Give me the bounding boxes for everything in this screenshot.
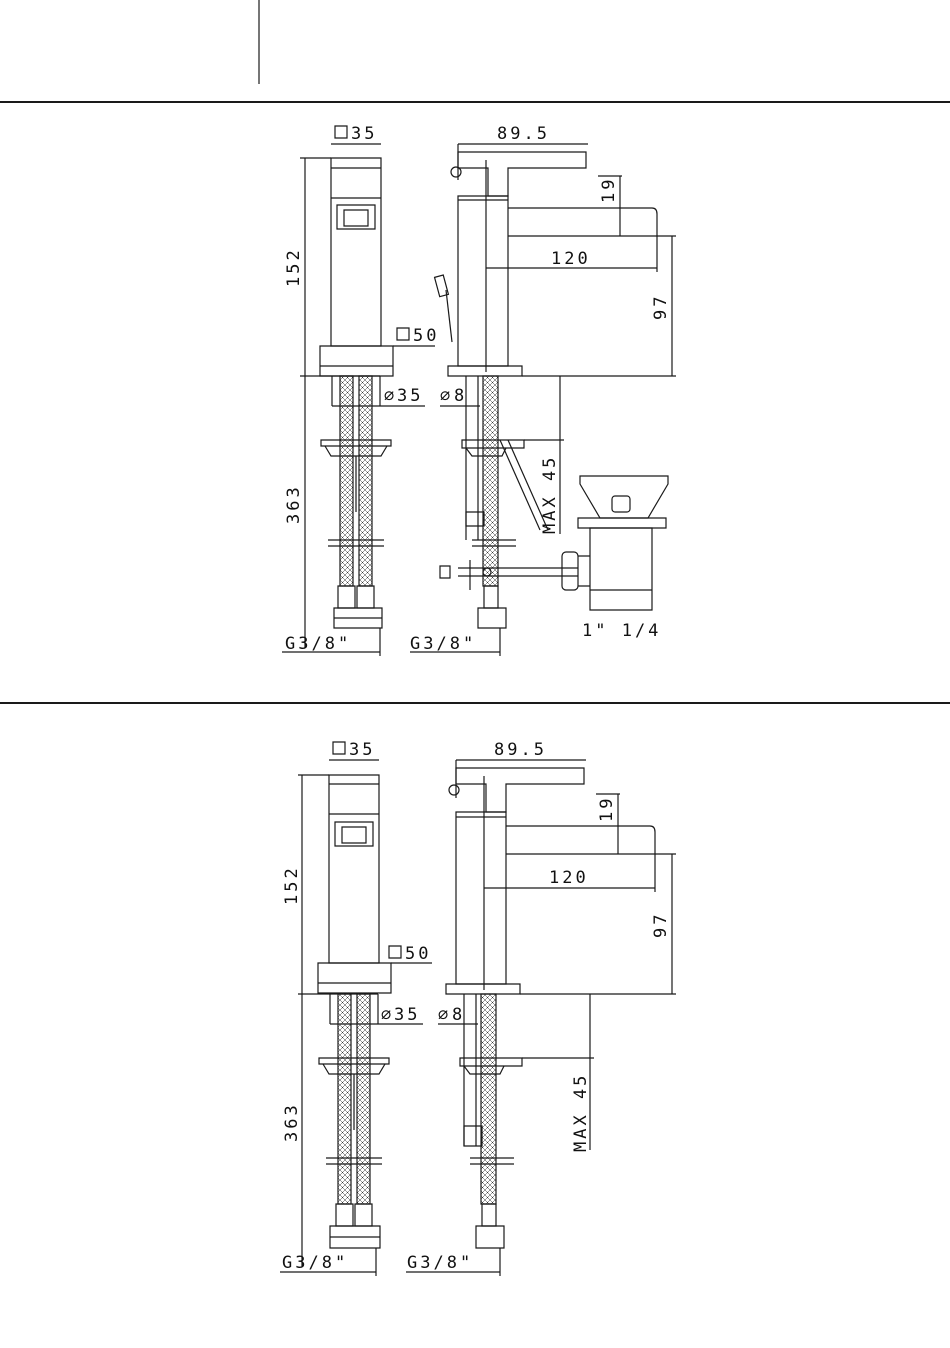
base-plate-front (320, 346, 393, 376)
spout (506, 826, 655, 854)
linkage-clip (440, 566, 450, 578)
hose-hot (340, 376, 353, 586)
fixing-nut (323, 1064, 385, 1074)
dim-hole-diameter: 35 (397, 386, 423, 406)
waste-knob (562, 552, 578, 590)
hose-nut-hot (336, 1204, 353, 1226)
waste-ring (578, 518, 666, 528)
fixing-lower (464, 1126, 482, 1146)
lever-pivot (449, 785, 459, 795)
connector-nut-side (476, 1226, 504, 1248)
side-view-top: 89.5 19 120 97 (410, 124, 676, 656)
fixing-plate (321, 440, 391, 446)
waste-plug (612, 496, 630, 512)
dim-thread-side: G3/8" (410, 634, 476, 654)
hose-nut-side (484, 586, 498, 608)
dim-thread-front: G3/8" (285, 634, 351, 654)
dim-hose-length: 363 (284, 484, 304, 524)
front-view-top: 35 50 152 ⌀ 35 (282, 124, 439, 656)
base-plate-side (446, 984, 520, 994)
hose-nut-cold (355, 1204, 372, 1226)
dim-top-square: 35 (349, 740, 375, 760)
dim-spout-clearance: 97 (651, 294, 671, 320)
waste-body (590, 528, 652, 610)
dim-thread-front: G3/8" (282, 1253, 348, 1273)
square-symbol (333, 742, 345, 754)
linkage-rod (500, 440, 540, 530)
waste-assembly: 1" 1/4 (562, 476, 668, 641)
connector-nut-side (478, 608, 506, 628)
dim-max-deck: MAX 45 (540, 455, 560, 534)
lever-inner (342, 827, 366, 843)
dim-max-deck: MAX 45 (571, 1073, 591, 1152)
hose-nut-side (482, 1204, 496, 1226)
dim-body-height: 152 (282, 865, 302, 905)
dim-rod-diameter: 8 (452, 1005, 465, 1025)
faucet-body-front (331, 158, 381, 346)
hose-side (481, 994, 496, 1204)
dim-spout-height: 19 (599, 177, 619, 203)
base-plate-side (448, 366, 522, 376)
front-view-bottom: 35 50 152 ⌀ 35 (280, 740, 432, 1276)
dim-body-height: 152 (284, 247, 304, 287)
square-symbol (335, 126, 347, 138)
faucet-body-front (329, 775, 379, 963)
fixing-nut (325, 446, 387, 456)
diameter-symbol: ⌀ (381, 1005, 394, 1025)
spout (508, 208, 657, 236)
dim-top-square: 35 (351, 124, 377, 144)
drawing-top: 35 50 152 ⌀ 35 (282, 124, 676, 656)
lever-pivot (451, 167, 461, 177)
waste-connector (578, 556, 590, 586)
fixing-lower (466, 512, 484, 526)
lever-side (456, 768, 584, 812)
lever-inner (344, 210, 368, 226)
dim-spout-clearance: 97 (651, 912, 671, 938)
drawing-bottom: 35 50 152 ⌀ 35 (280, 740, 676, 1276)
faucet-body-side (456, 812, 506, 984)
dim-base-square: 50 (405, 944, 431, 964)
lever-side (458, 152, 586, 196)
dim-lever-reach: 89.5 (497, 124, 550, 144)
dim-base-square: 50 (413, 326, 439, 346)
square-symbol (397, 328, 409, 340)
hose-cold (359, 376, 372, 586)
dim-lever-reach: 89.5 (494, 740, 547, 760)
base-plate-front (318, 963, 391, 993)
title-block (0, 0, 950, 703)
dim-waste-size: 1" 1/4 (582, 621, 661, 641)
dim-hole-diameter: 35 (394, 1005, 420, 1025)
dim-spout-reach: 120 (551, 249, 591, 269)
faucet-body-side (458, 196, 508, 366)
side-view-bottom: 89.5 19 120 97 ⌀ 8 (406, 740, 676, 1276)
diameter-symbol: ⌀ (384, 386, 397, 406)
diameter-symbol: ⌀ (440, 386, 453, 406)
dim-spout-reach: 120 (549, 868, 589, 888)
hose-cold (357, 994, 370, 1204)
dim-thread-side: G3/8" (407, 1253, 473, 1273)
dim-hose-length: 363 (282, 1102, 302, 1142)
diameter-symbol: ⌀ (438, 1005, 451, 1025)
dim-rod-diameter: 8 (454, 386, 467, 406)
fixing-plate (319, 1058, 389, 1064)
hose-hot (338, 994, 351, 1204)
hose-side (483, 376, 498, 586)
popup-rod (446, 290, 452, 342)
hose-nut-hot (338, 586, 355, 608)
square-symbol (389, 946, 401, 958)
dim-spout-height: 19 (597, 796, 617, 822)
hose-nut-cold (357, 586, 374, 608)
